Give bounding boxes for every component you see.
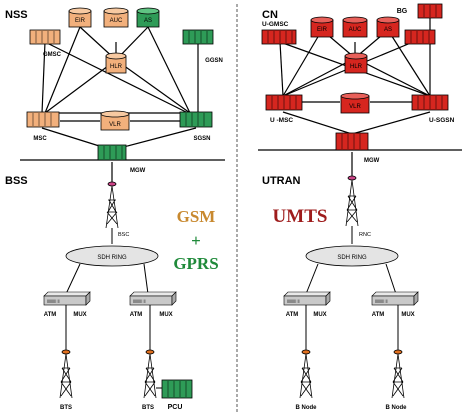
svg-text:EIR: EIR (75, 18, 86, 24)
cn-vlr-node: VLR (340, 92, 370, 114)
as-node: AS (136, 7, 160, 28)
left-mux-2-label: MUX (159, 312, 172, 318)
u-msc-node (265, 94, 303, 111)
svg-text:MGW: MGW (130, 168, 146, 174)
cn-auc-node: AUC (342, 16, 368, 38)
bg-label: BG (397, 8, 408, 15)
svg-text:HLR: HLR (110, 64, 123, 70)
left-mux-1-label: MUX (73, 312, 86, 318)
left-ring-links (65, 263, 149, 295)
eir-node: EIR (68, 7, 92, 28)
svg-text:||||||||| ||: ||||||||| || (375, 298, 388, 303)
bts-2-tower-icon (143, 349, 157, 399)
u-gmsc-label: U-GMSC (262, 21, 289, 28)
ggsn-node: GGSN (182, 29, 223, 64)
rnc-tower-icon (345, 175, 359, 227)
mgw-node: MGW (97, 144, 146, 174)
svg-text:GGSN: GGSN (205, 58, 223, 64)
umts-label: UMTS (273, 206, 328, 227)
right-mux-2: ||||||||| || (371, 291, 419, 306)
right-atm-1-label: ATM (286, 312, 299, 318)
svg-text:EIR: EIR (317, 27, 328, 33)
rnc-label: RNC (359, 232, 371, 238)
gsm-label: GSM (177, 207, 216, 226)
utran-label: UTRAN (262, 175, 301, 187)
left-mux-links (65, 305, 151, 350)
gmsc-node: GMSC (29, 29, 62, 58)
b-node-1-label: B Node (296, 405, 318, 411)
cn-eir-node: EIR (310, 16, 334, 38)
svg-text:GMSC: GMSC (43, 52, 62, 58)
right-mux-1-label: MUX (313, 312, 326, 318)
svg-text:MSC: MSC (33, 136, 47, 142)
b-node-2-label: B Node (386, 405, 408, 411)
vlr-node: VLR (100, 110, 130, 131)
svg-text:VLR: VLR (109, 122, 121, 128)
svg-text:||||||||| ||: ||||||||| || (47, 298, 60, 303)
svg-text:||||||||| ||: ||||||||| || (133, 298, 146, 303)
bts-1-tower-icon (59, 349, 73, 399)
right-sdh-ring: SDH RING (305, 245, 399, 267)
right-mux-2-label: MUX (401, 312, 414, 318)
u-msc-label: U -MSC (270, 117, 293, 124)
cn-as-node: AS (376, 16, 400, 38)
svg-text:SDH RING: SDH RING (337, 255, 367, 261)
cn-mgw-node (335, 132, 369, 151)
cn-label: CN (262, 9, 278, 21)
svg-text:VLR: VLR (349, 104, 361, 110)
hlr-node: HLR (105, 52, 127, 74)
svg-text:SDH RING: SDH RING (97, 255, 127, 261)
bts-2-label: BTS (142, 405, 154, 411)
svg-text:AUC: AUC (349, 27, 362, 33)
b-node-1-tower-icon (299, 349, 313, 399)
pcu-node (156, 379, 193, 399)
left-atm-1-label: ATM (44, 312, 57, 318)
cn-hlr-node: HLR (344, 52, 368, 74)
msc-node: MSC (26, 111, 60, 142)
sgsn-node: SGSN (179, 111, 213, 142)
svg-text:HLR: HLR (350, 64, 363, 70)
bsc-tower-icon (105, 181, 119, 229)
svg-text:AUC: AUC (110, 18, 123, 24)
u-ggsn-node (404, 29, 436, 45)
u-gmsc-node (261, 29, 297, 45)
cn-mgw-label: MGW (364, 158, 380, 164)
right-atm-2-label: ATM (372, 312, 385, 318)
bg-node (417, 3, 443, 19)
svg-text:SGSN: SGSN (193, 136, 210, 142)
right-mux-1: ||||||||| || (283, 291, 331, 306)
svg-text:||||||||| ||: ||||||||| || (287, 298, 300, 303)
right-ring-links (305, 263, 397, 295)
bsc-label: BSC (118, 232, 129, 238)
left-atm-2-label: ATM (130, 312, 143, 318)
svg-text:AS: AS (384, 27, 392, 33)
right-mux-links (305, 305, 399, 350)
left-mux-2: ||||||||| || (129, 291, 177, 306)
u-sgsn-label: U-SGSN (429, 117, 455, 124)
bss-label: BSS (5, 175, 28, 187)
pcu-label: PCU (168, 404, 183, 411)
u-sgsn-node (411, 94, 449, 111)
left-nss-links (20, 26, 225, 186)
right-cn-links (258, 18, 462, 176)
left-sdh-ring: SDH RING (65, 245, 159, 267)
bts-1-label: BTS (60, 405, 72, 411)
svg-text:AS: AS (144, 18, 152, 24)
gprs-label: GPRS (173, 254, 218, 273)
plus-label: + (191, 231, 201, 250)
b-node-2-tower-icon (391, 349, 405, 399)
auc-node: AUC (103, 7, 129, 28)
nss-label: NSS (5, 9, 28, 21)
left-mux-1: ||||||||| || (43, 291, 91, 306)
